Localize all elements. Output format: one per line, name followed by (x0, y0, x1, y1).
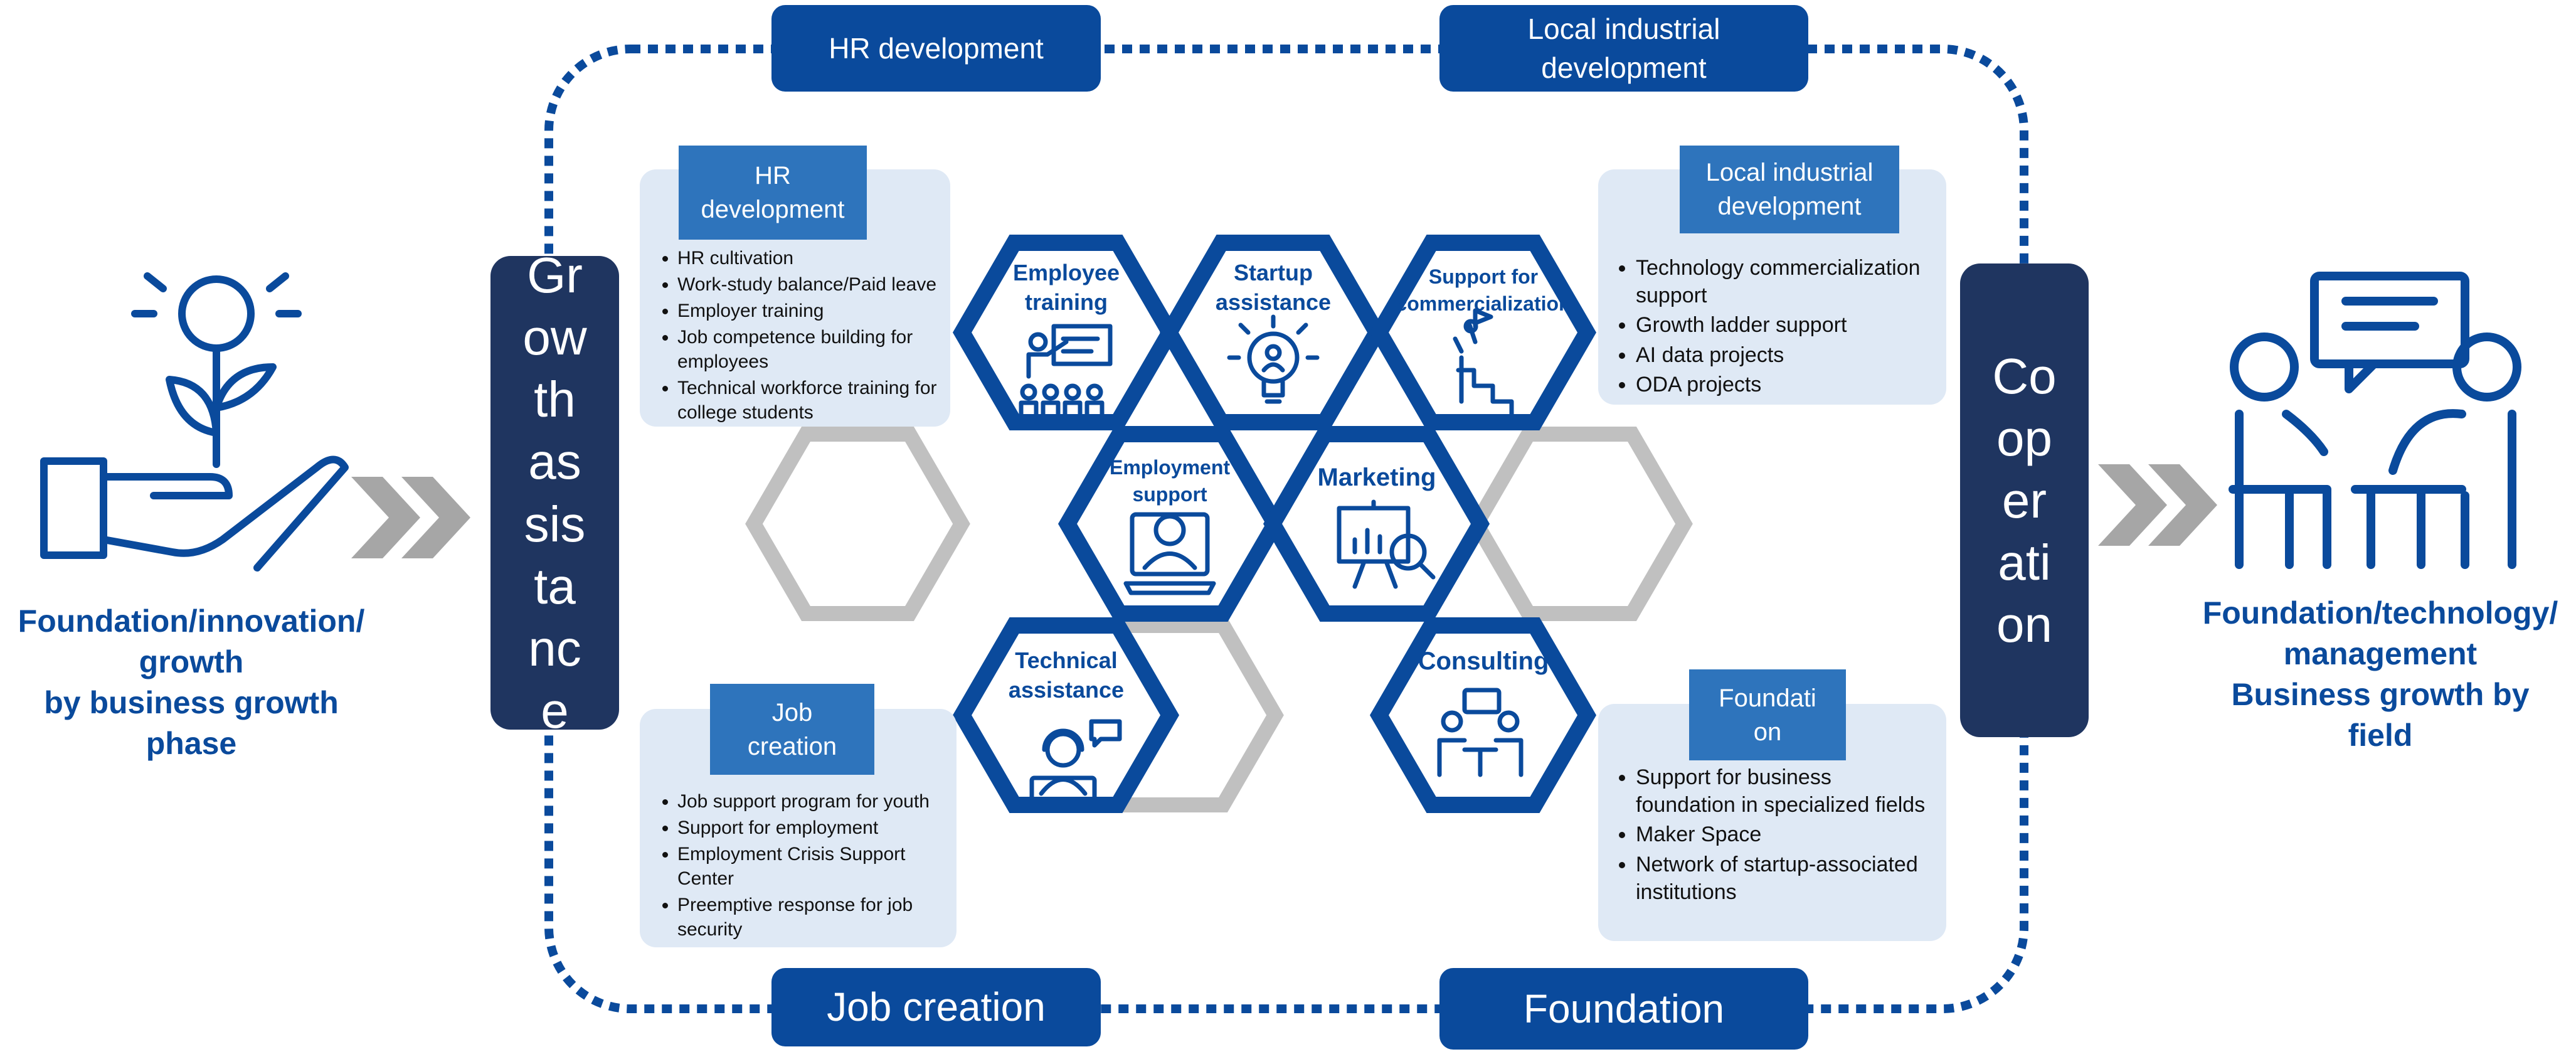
chevron-right-icon (401, 477, 470, 558)
hex-label-startup-assistance: Startup assistance (1215, 260, 1332, 315)
list-item: HR cultivation (677, 246, 960, 270)
card-foundation-list: Support for business foundation in speci… (1611, 763, 1931, 908)
service-hexes (952, 235, 1597, 813)
card-foundation: Foundati on Support for business foundat… (1598, 669, 1946, 941)
list-item: Preemptive response for job security (677, 893, 960, 942)
left-caption: Foundation/innovation/ growth by busines… (18, 604, 365, 761)
list-item: Maker Space (1636, 821, 1931, 848)
card-hr-development-list: HR cultivation Work-study balance/Paid l… (652, 246, 960, 427)
card-local-industrial-development-list: Technology commercialization support Gro… (1611, 254, 1943, 400)
meeting-icon (1437, 688, 1524, 777)
hex-label-technical-assistance: Technical assistance (1008, 647, 1125, 703)
list-item: Work-study balance/Paid leave (677, 272, 960, 297)
list-item: Support for employment (677, 816, 960, 840)
frame-label-job-creation: Job creation (771, 968, 1101, 1046)
chart-magnifier-icon (1337, 499, 1436, 589)
list-item: Technology commercialization support (1636, 254, 1943, 309)
cooperation-text: Cooperation (1992, 348, 2057, 653)
cooperation-bar: Cooperation (1960, 263, 2089, 737)
growth-assistance-bar: Growth assistance (490, 247, 619, 738)
list-item: Technical workforce training for college… (677, 376, 960, 425)
chevron-right-icon (2148, 464, 2217, 546)
list-item: Employer training (677, 299, 960, 323)
hex-employee-training (952, 235, 1180, 430)
list-item: Network of startup-associated institutio… (1636, 851, 1931, 906)
headset-agent-icon (1029, 719, 1122, 802)
card-job-creation-list: Job support program for youth Support fo… (652, 789, 960, 944)
growth-plant-hand-icon (40, 272, 349, 572)
chevron-right-icon (351, 477, 420, 558)
summit-flag-icon (1440, 308, 1514, 420)
hex-label-commercialization: Support for commercialization (1396, 265, 1571, 316)
list-item: Job support program for youth (677, 789, 960, 814)
frame-label-local-industrial-development: Local industrial development (1439, 5, 1808, 92)
presentation-icon (1019, 324, 1113, 417)
chevron-arrows (351, 464, 2217, 558)
card-job-creation: Job creation Job support program for you… (640, 684, 960, 947)
list-item: Employment Crisis Support Center (677, 842, 960, 891)
card-foundation-title: Foundati on (1689, 669, 1846, 760)
card-hr-development: HR development HR cultivation Work-study… (640, 146, 950, 427)
hex-consulting (1369, 617, 1597, 813)
list-item: Growth ladder support (1636, 311, 1943, 339)
list-item: Job competence building for employees (677, 325, 960, 374)
frame-label-foundation: Foundation (1439, 968, 1808, 1050)
growth-assistance-text: Growth assistance (522, 247, 587, 739)
card-hr-development-title: HR development (679, 146, 867, 240)
card-local-industrial-development: Local industrial development Technology … (1598, 146, 1946, 405)
hex-label-marketing: Marketing (1317, 464, 1436, 491)
list-item: AI data projects (1636, 341, 1943, 369)
card-job-creation-title: Job creation (710, 684, 874, 775)
chevron-right-icon (2098, 464, 2167, 546)
frame-label-hr-development: HR development (771, 5, 1101, 92)
hex-commercialization (1369, 235, 1597, 430)
laptop-person-icon (1123, 512, 1216, 595)
hex-label-employment-support: Employment support (1109, 456, 1231, 506)
people-discussion-icon (2229, 272, 2521, 569)
list-item: Support for business foundation in speci… (1636, 763, 1931, 819)
hex-marketing (1263, 426, 1490, 622)
list-item: ODA projects (1636, 371, 1943, 398)
card-local-industrial-development-title: Local industrial development (1680, 146, 1899, 233)
lightbulb-icon (1227, 314, 1320, 404)
empty-hex (1468, 427, 1693, 621)
hex-employment-support (1057, 426, 1285, 622)
empty-hex (745, 427, 970, 621)
hex-label-employee-training: Employee training (1012, 260, 1120, 315)
hex-technical-assistance (952, 617, 1180, 813)
hex-label-consulting: Consulting (1418, 647, 1549, 675)
right-caption: Foundation/technology/ management Busine… (2202, 595, 2558, 753)
